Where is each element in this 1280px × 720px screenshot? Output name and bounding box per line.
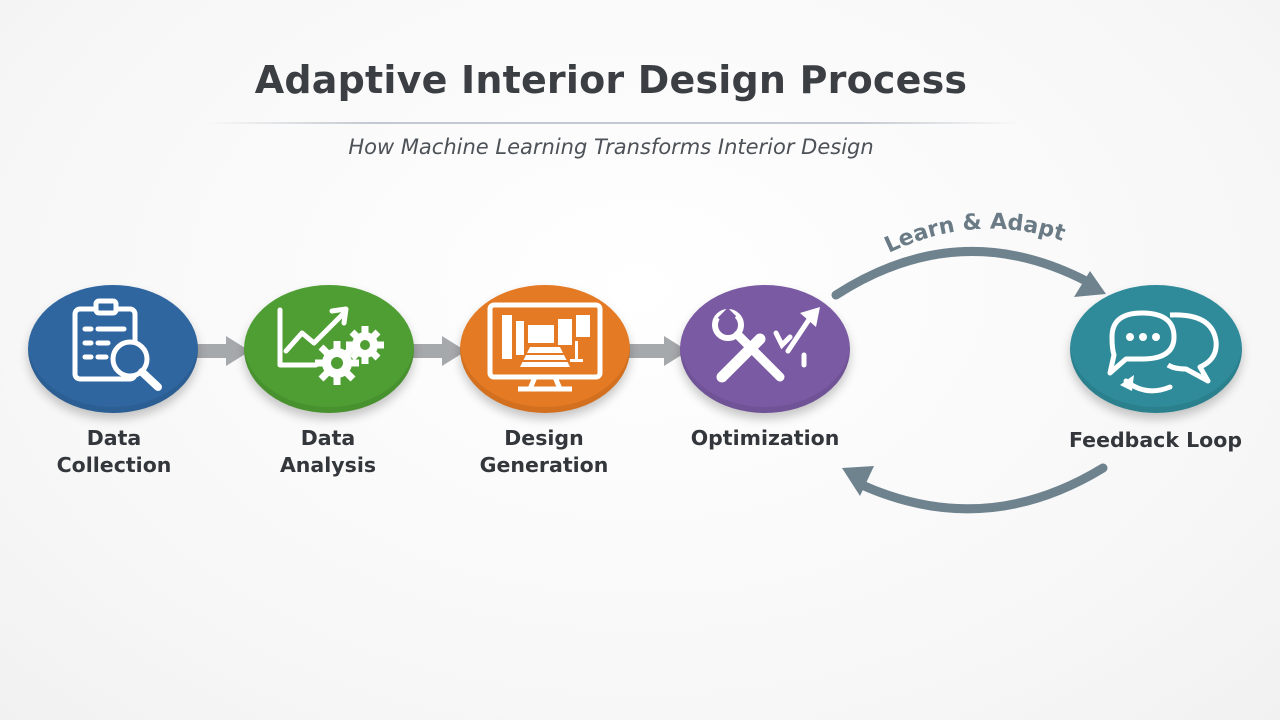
step-label-line2: Generation [479, 453, 609, 477]
page-title: Adaptive Interior Design Process [254, 58, 968, 102]
step-label-line1: Data [86, 426, 142, 450]
step-label-line1: Feedback Loop [1069, 428, 1242, 452]
step-label-line2: Collection [56, 453, 172, 477]
connector-arrow-1 [196, 336, 250, 366]
step-label-line1: Optimization [690, 426, 840, 450]
loop-arrow-bottom-head [842, 466, 874, 496]
chart-gears-icon [277, 306, 384, 385]
step-label-optimization: Optimization [665, 425, 865, 452]
title-divider [205, 122, 1020, 124]
step-label-line1: Design [504, 426, 584, 450]
loop-arrow-top-head [1074, 271, 1106, 297]
clipboard-magnifier-icon [72, 298, 162, 391]
step-label-line1: Data [300, 426, 356, 450]
step-label-design-generation: Design Generation [458, 425, 630, 479]
step-label-feedback-loop: Feedback Loop [1048, 427, 1263, 454]
loop-arrow-bottom [857, 463, 1108, 514]
chat-bubbles-cycle-icon [1107, 310, 1219, 394]
loop-arrow-top [831, 246, 1093, 300]
monitor-room-icon [487, 302, 603, 392]
step-design-generation [460, 285, 630, 413]
step-label-data-analysis: Data Analysis [242, 425, 414, 479]
step-label-data-collection: Data Collection [28, 425, 200, 479]
step-data-analysis [244, 285, 414, 413]
step-data-collection [28, 285, 198, 413]
step-feedback-loop [1070, 285, 1242, 413]
tools-arrow-icon [712, 307, 820, 383]
step-optimization [680, 285, 850, 413]
page-subtitle: How Machine Learning Transforms Interior… [348, 135, 874, 159]
step-label-line2: Analysis [279, 453, 377, 477]
connector-arrow-2 [412, 336, 466, 366]
connector-arrow-3 [628, 336, 688, 366]
